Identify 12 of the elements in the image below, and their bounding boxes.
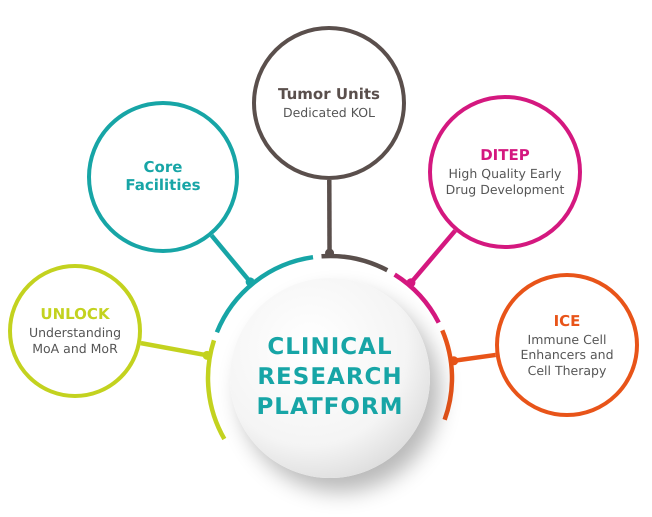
- center-title: CLINICAL RESEARCH PLATFORM: [255, 333, 405, 422]
- circle-description: Immune Cell Enhancers and Cell Therapy: [519, 332, 615, 378]
- circle-description: Understanding MoA and MoR: [28, 325, 122, 357]
- circle-description: Dedicated KOL: [282, 105, 376, 121]
- circle-heading: DITEP: [480, 146, 530, 164]
- connector-line: [406, 229, 457, 288]
- circle-description: High Quality Early Drug Development: [444, 166, 566, 198]
- circle-heading: ICE: [554, 312, 580, 330]
- circle-heading: Core Facilities: [124, 158, 202, 194]
- connector-line: [210, 234, 255, 286]
- circle-heading: UNLOCK: [40, 305, 110, 324]
- circle-heading: Tumor Units: [278, 85, 380, 104]
